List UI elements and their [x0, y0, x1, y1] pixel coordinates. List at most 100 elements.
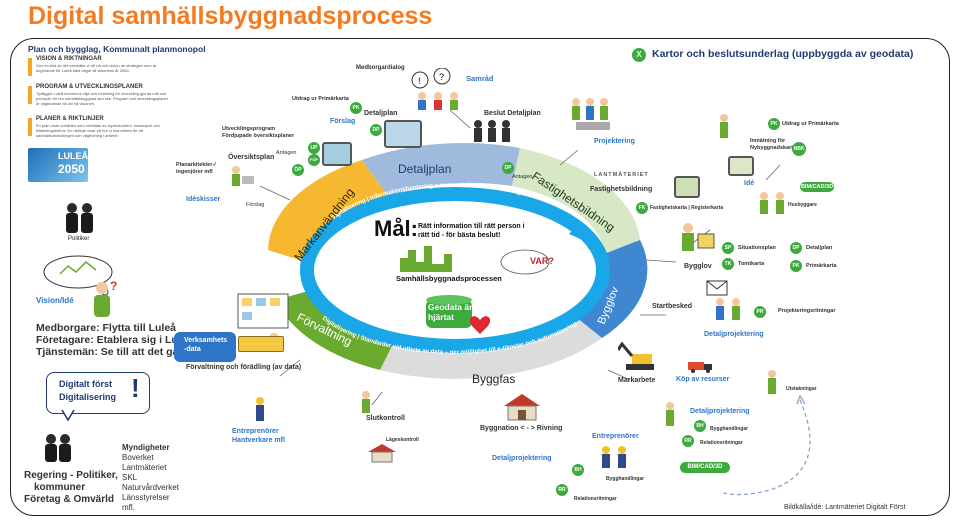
regering-line-2: kommuner — [34, 482, 86, 493]
phase-segment-detaljplan — [362, 143, 520, 196]
pr-badge: PR — [754, 306, 766, 318]
sp-badge: SP — [722, 242, 734, 254]
utvecklingsprogram-line-2: Fördjupade översiktsplaner — [222, 133, 295, 139]
surveyor-person-icon — [720, 114, 728, 138]
center-disc — [325, 210, 585, 330]
nybyggnad-map-icon — [728, 156, 754, 176]
house-icon — [504, 394, 540, 421]
program-marker — [28, 86, 32, 104]
envelope-icon — [706, 280, 728, 296]
vision-marker — [28, 58, 32, 76]
foretagare-line: Företagare: Etablera sig i Luleå — [36, 334, 193, 346]
projektor-people-icon — [716, 298, 740, 320]
dp3-badge: DP — [790, 242, 802, 254]
myndighet-item: Länsstyrelser — [122, 493, 170, 502]
hantverkare-person-icon — [256, 397, 264, 421]
detaljplan-r-label: Detaljplan — [806, 245, 833, 251]
var-bubble-text: VAR? — [530, 256, 554, 266]
phase-label-detaljplan: Detaljplan — [398, 162, 451, 176]
utvecklingsprogram-line-1: Utvecklingsprogram — [222, 126, 276, 132]
planarkitekter-line-2: ingenjörer mfl — [176, 169, 213, 175]
svg-text:?: ? — [110, 280, 117, 293]
myndighet-item: SKL — [122, 473, 138, 482]
goal-text-line-1: Rätt information till rätt person i — [418, 223, 525, 230]
medborgare-block: Medborgare: Flytta till Luleå Företagare… — [36, 322, 192, 358]
phase-segment-fastighetsbildning — [512, 148, 640, 254]
bubble-line-2: Digitalisering — [59, 392, 117, 402]
byggnation-label: Byggnation < - > Rivning — [480, 425, 563, 432]
digitalisation-ring — [300, 187, 610, 353]
dp-badge: DP — [370, 124, 382, 136]
heart-icon — [469, 316, 491, 334]
page-title: Digital samhällsbyggnadsprocess — [28, 2, 433, 30]
projekteringsritningar-label: Projekteringsritningar — [778, 308, 836, 314]
vision-item-body: Ges en bild av det samhälle vi vill nå o… — [36, 64, 157, 73]
goal-label: Mål: — [374, 216, 418, 241]
vision-ide-label: Vision/Idé — [36, 296, 74, 305]
antagen-label: Antagen — [276, 150, 297, 156]
myndighet-item: Naturvårdverket — [122, 483, 179, 492]
bygglov-label: Bygglov — [684, 263, 712, 270]
detaljprojektering3-label: Detaljprojektering — [492, 455, 552, 462]
entreprenorer-label: Entreprenörer — [592, 433, 639, 440]
digitalt-forst-bubble: Digitalt först Digitalisering ! — [46, 372, 150, 414]
nbk-badge: NBK — [792, 142, 806, 156]
inmatning-line-2: Nybyggnadskarta — [750, 145, 797, 151]
bubble-exclamation: ! — [131, 373, 140, 403]
svg-text:?: ? — [439, 72, 444, 82]
myndighet-item: mfl. — [122, 503, 135, 512]
planer-item-title: PLANER & RIKTLINJER — [36, 116, 104, 122]
bim2-badge: BIM/CAD/3D — [680, 462, 730, 473]
ideskisser-label: Idéskisser — [186, 196, 221, 203]
fk-badge: FK — [636, 202, 648, 214]
startbesked-label: Startbesked — [652, 303, 693, 310]
credit-text: Bildkälla/idé: Lantmäteriet Digitalt För… — [784, 504, 906, 511]
arrow-sign-icon — [238, 336, 284, 352]
fop-badge: FÖP — [308, 154, 320, 166]
program-item: PROGRAM & UTVECKLINGSPLANER Tydliggör Lu… — [28, 84, 178, 116]
program-item-body: Tydliggör Luleå kommuns vilja och inrikt… — [36, 92, 169, 106]
samrad-label: Samråd — [466, 74, 494, 83]
myndigheter-list: Myndigheter Boverket Lantmäteriet SKL Na… — [122, 443, 179, 513]
excavator-icon — [618, 341, 654, 370]
left-panel-items: VISION & RIKTNINGAR Ges en bild av det s… — [28, 56, 178, 146]
verksamhetsdata-text: Verksamhets -data — [184, 336, 227, 354]
detaljplan-map-icon — [384, 120, 422, 148]
goal-text-line-2: rätt tid - för bästa beslut! — [418, 232, 501, 239]
fastighetskarta-label: Fastighetskarta | Registerkarta — [650, 205, 724, 211]
detaljprojektering-label: Detaljprojektering — [704, 331, 764, 338]
forvaltning-caption: Förvaltning och förädling (av data) — [186, 364, 302, 371]
dashed-arrow-head — [796, 394, 806, 405]
regering-figures-icon — [45, 434, 71, 462]
politiker-figures-icon — [66, 203, 93, 233]
projektering-label: Projektering — [594, 138, 635, 145]
entreprenor-workers-icon — [602, 446, 626, 468]
utdrag-primarkarta2-label: Utdrag ur Primärkarta — [782, 121, 839, 127]
forslag-label: Förslag — [330, 118, 356, 125]
planarkitekter-line-1: Planarkitekter-/ — [176, 162, 216, 168]
city-silhouette-icon — [400, 246, 452, 272]
phase-segment-bygglov — [572, 240, 648, 338]
verksamhetsdata-line-1: Verksamhets — [184, 337, 228, 344]
beslut-detaljplan-label: Beslut Detaljplan — [484, 110, 541, 117]
relationsritningar-label: Relationsritningar — [700, 440, 743, 446]
forslag2-label: Förslag — [246, 202, 265, 208]
header-x-badge: X — [632, 48, 646, 62]
dashed-return-arrow — [719, 399, 811, 496]
geodata-cylinder — [426, 300, 472, 328]
myndighet-item: Lantmäteriet — [122, 463, 167, 472]
utvecklingsprogram-label: Utvecklingsprogram Fördjupade översiktsp… — [222, 126, 294, 140]
oversiktsplan-label: Översiktsplan — [228, 154, 275, 161]
planner-group-icon — [572, 98, 610, 130]
phase-segment-markanvandning — [268, 160, 388, 262]
verksamhetsdata-cylinder: Verksamhets -data — [174, 332, 236, 362]
planner-person-icon — [232, 166, 254, 186]
oversiktsplan-map-icon — [322, 142, 352, 166]
phase-segment-forvaltning — [276, 290, 398, 370]
logo-year: 2050 — [58, 162, 85, 176]
geodata-line-1: Geodata är — [428, 302, 473, 312]
process-label: Samhällsbyggnadsprocessen — [396, 274, 502, 283]
myndigheter-heading: Myndigheter — [122, 443, 170, 452]
entreprenorer-hantverkare-line-2: Hantverkare mfl — [232, 437, 285, 444]
